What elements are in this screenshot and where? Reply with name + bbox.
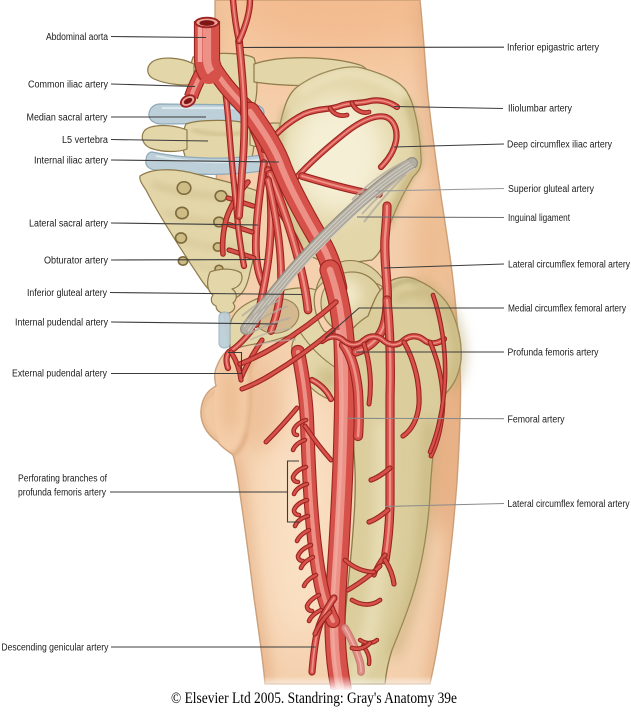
svg-text:Lateral circumflex femoral art: Lateral circumflex femoral artery xyxy=(508,499,630,510)
svg-text:Internal pudendal artery: Internal pudendal artery xyxy=(15,318,108,329)
svg-text:Descending genicular artery: Descending genicular artery xyxy=(1,643,108,654)
svg-text:Superior gluteal artery: Superior gluteal artery xyxy=(508,184,594,195)
svg-text:Lateral sacral artery: Lateral sacral artery xyxy=(29,219,108,230)
svg-text:Inguinal ligament: Inguinal ligament xyxy=(508,213,570,224)
svg-text:© Elsevier Ltd 2005. Standring: © Elsevier Ltd 2005. Standring: Gray's A… xyxy=(171,690,457,707)
svg-text:Perforating branches of: Perforating branches of xyxy=(18,473,107,484)
svg-text:Obturator artery: Obturator artery xyxy=(44,256,108,267)
svg-text:Internal iliac artery: Internal iliac artery xyxy=(34,156,108,167)
svg-text:Profunda femoris artery: Profunda femoris artery xyxy=(508,348,599,359)
svg-text:Lateral circumflex femoral art: Lateral circumflex femoral artery xyxy=(508,259,630,270)
svg-text:Inferior gluteal artery: Inferior gluteal artery xyxy=(27,288,107,299)
svg-text:L5 vertebra: L5 vertebra xyxy=(62,135,108,146)
svg-text:Femoral artery: Femoral artery xyxy=(508,414,565,425)
svg-text:profunda femoris artery: profunda femoris artery xyxy=(18,487,106,498)
svg-text:External pudendal artery: External pudendal artery xyxy=(12,369,107,380)
svg-text:Inferior epigastric artery: Inferior epigastric artery xyxy=(507,43,599,54)
svg-text:Medial circumflex femoral arte: Medial circumflex femoral artery xyxy=(508,304,626,315)
svg-text:Iliolumbar artery: Iliolumbar artery xyxy=(508,103,572,114)
svg-text:Deep circumflex iliac artery: Deep circumflex iliac artery xyxy=(507,139,612,150)
svg-text:Common iliac artery: Common iliac artery xyxy=(28,80,108,91)
svg-text:Median sacral artery: Median sacral artery xyxy=(27,113,108,124)
svg-text:Abdominal aorta: Abdominal aorta xyxy=(46,32,108,43)
